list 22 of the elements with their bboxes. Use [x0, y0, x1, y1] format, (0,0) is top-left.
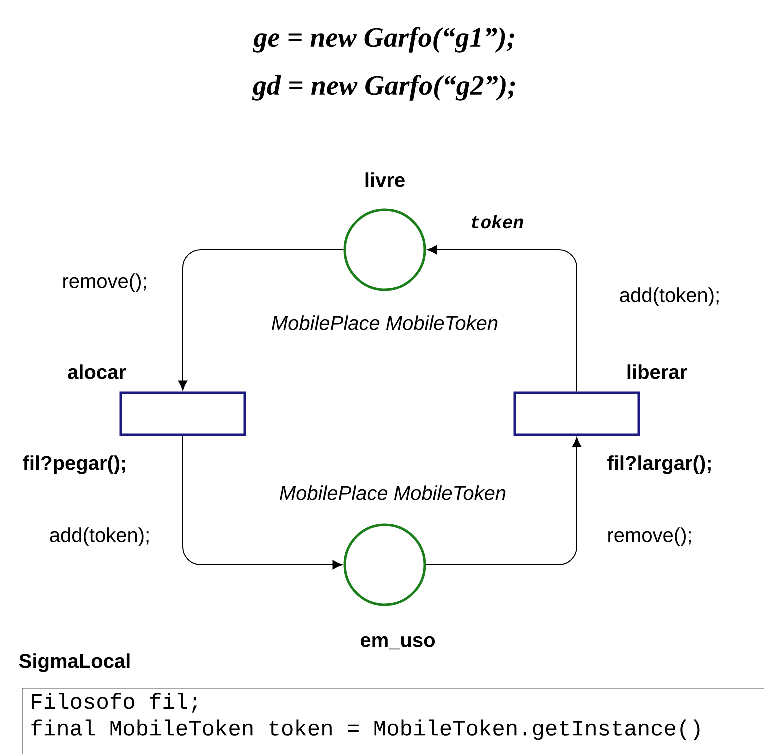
arc-arrow: [182, 436, 343, 570]
arc-arrow: [426, 437, 582, 566]
code-line: final MobileToken token = MobileToken.getInstance(): [32, 720, 700, 740]
code-title: gd = new Garfo(“g2”);: [252, 75, 516, 101]
arc-arrow: [427, 245, 578, 392]
arc-arrow: [178, 250, 344, 391]
edge-label: remove();: [61, 272, 149, 294]
heading: em_uso: [361, 636, 435, 650]
code-title: ge = new Garfo(“g1”);: [253, 27, 514, 53]
heading: livre: [366, 172, 405, 188]
heading: SigmaLocal: [19, 654, 130, 672]
guard-label: fil?pegar();: [23, 456, 126, 474]
code-line: Filosofo fil;: [32, 693, 198, 713]
edge-label: remove();: [606, 526, 694, 548]
heading: alocar: [68, 364, 126, 380]
edge-label: token: [469, 214, 525, 230]
guard-label: fil?largar();: [608, 456, 711, 474]
action-label: add(token);: [620, 288, 719, 306]
edge-label: add(token);: [48, 526, 152, 548]
type-label: MobilePlace MobileToken: [280, 486, 506, 500]
type-label: MobilePlace MobileToken: [272, 316, 498, 330]
heading: liberar: [628, 364, 688, 380]
